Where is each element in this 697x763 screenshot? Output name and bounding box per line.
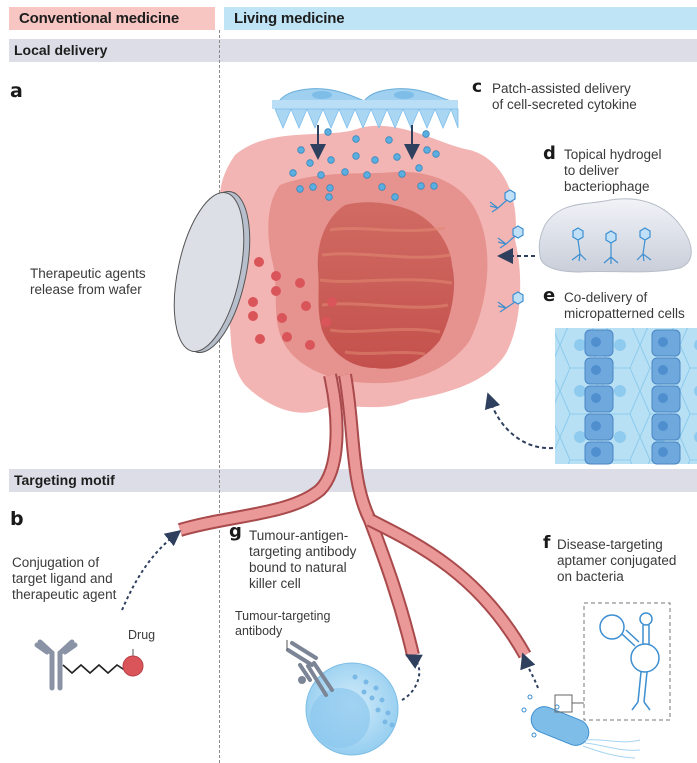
cytokines (289, 128, 440, 201)
panel-letter-c: c (472, 77, 483, 97)
blood-vessel (177, 373, 532, 659)
micropatterned-cells (555, 328, 697, 465)
panel-letter-g: g (229, 521, 242, 542)
nk-cell (286, 640, 399, 756)
caption-g: Tumour-antigen- targeting antibody bound… (249, 528, 357, 591)
wafer (173, 191, 251, 353)
living-medicine-header: Living medicine (224, 7, 697, 30)
aptamer-structure (599, 612, 660, 711)
phages-on-tissue (489, 189, 524, 313)
caption-f: Disease-targeting aptamer conjugated on … (557, 537, 677, 584)
hydrogel (538, 198, 692, 273)
caption-a: Therapeutic agents release from wafer (30, 266, 146, 297)
caption-d: Topical hydrogel to deliver bacteriophag… (564, 147, 662, 194)
nk-cell-arrow (401, 654, 423, 701)
conventional-medicine-header: Conventional medicine (9, 7, 215, 30)
local-delivery-band: Local delivery (9, 39, 697, 62)
drug-label: Drug (128, 628, 156, 642)
drug-particles (248, 257, 337, 350)
caption-b: Conjugation of target ligand and therape… (12, 555, 117, 602)
panel-letter-e: e (543, 285, 556, 306)
tumour-core (317, 202, 455, 369)
patch (272, 88, 459, 130)
panel-letter-f: f (543, 533, 551, 553)
panel-letter-b: b (10, 508, 24, 530)
caption-c: Patch-assisted delivery of cell-secreted… (492, 81, 637, 112)
adc-arrow (121, 530, 182, 611)
aptamer-inset (583, 602, 671, 721)
micropattern-arrow (484, 392, 554, 450)
bacterium-arrow (520, 652, 539, 689)
panel-letter-a: a (10, 80, 23, 102)
column-divider (219, 30, 220, 763)
panel-letter-d: d (543, 143, 556, 164)
caption-e: Co-delivery of micropatterned cells (564, 290, 685, 321)
antibody-drug-conjugate (34, 639, 144, 691)
bacterium (521, 694, 641, 759)
tumour-targeting-antibody-label: Tumour-targeting antibody (235, 609, 331, 638)
